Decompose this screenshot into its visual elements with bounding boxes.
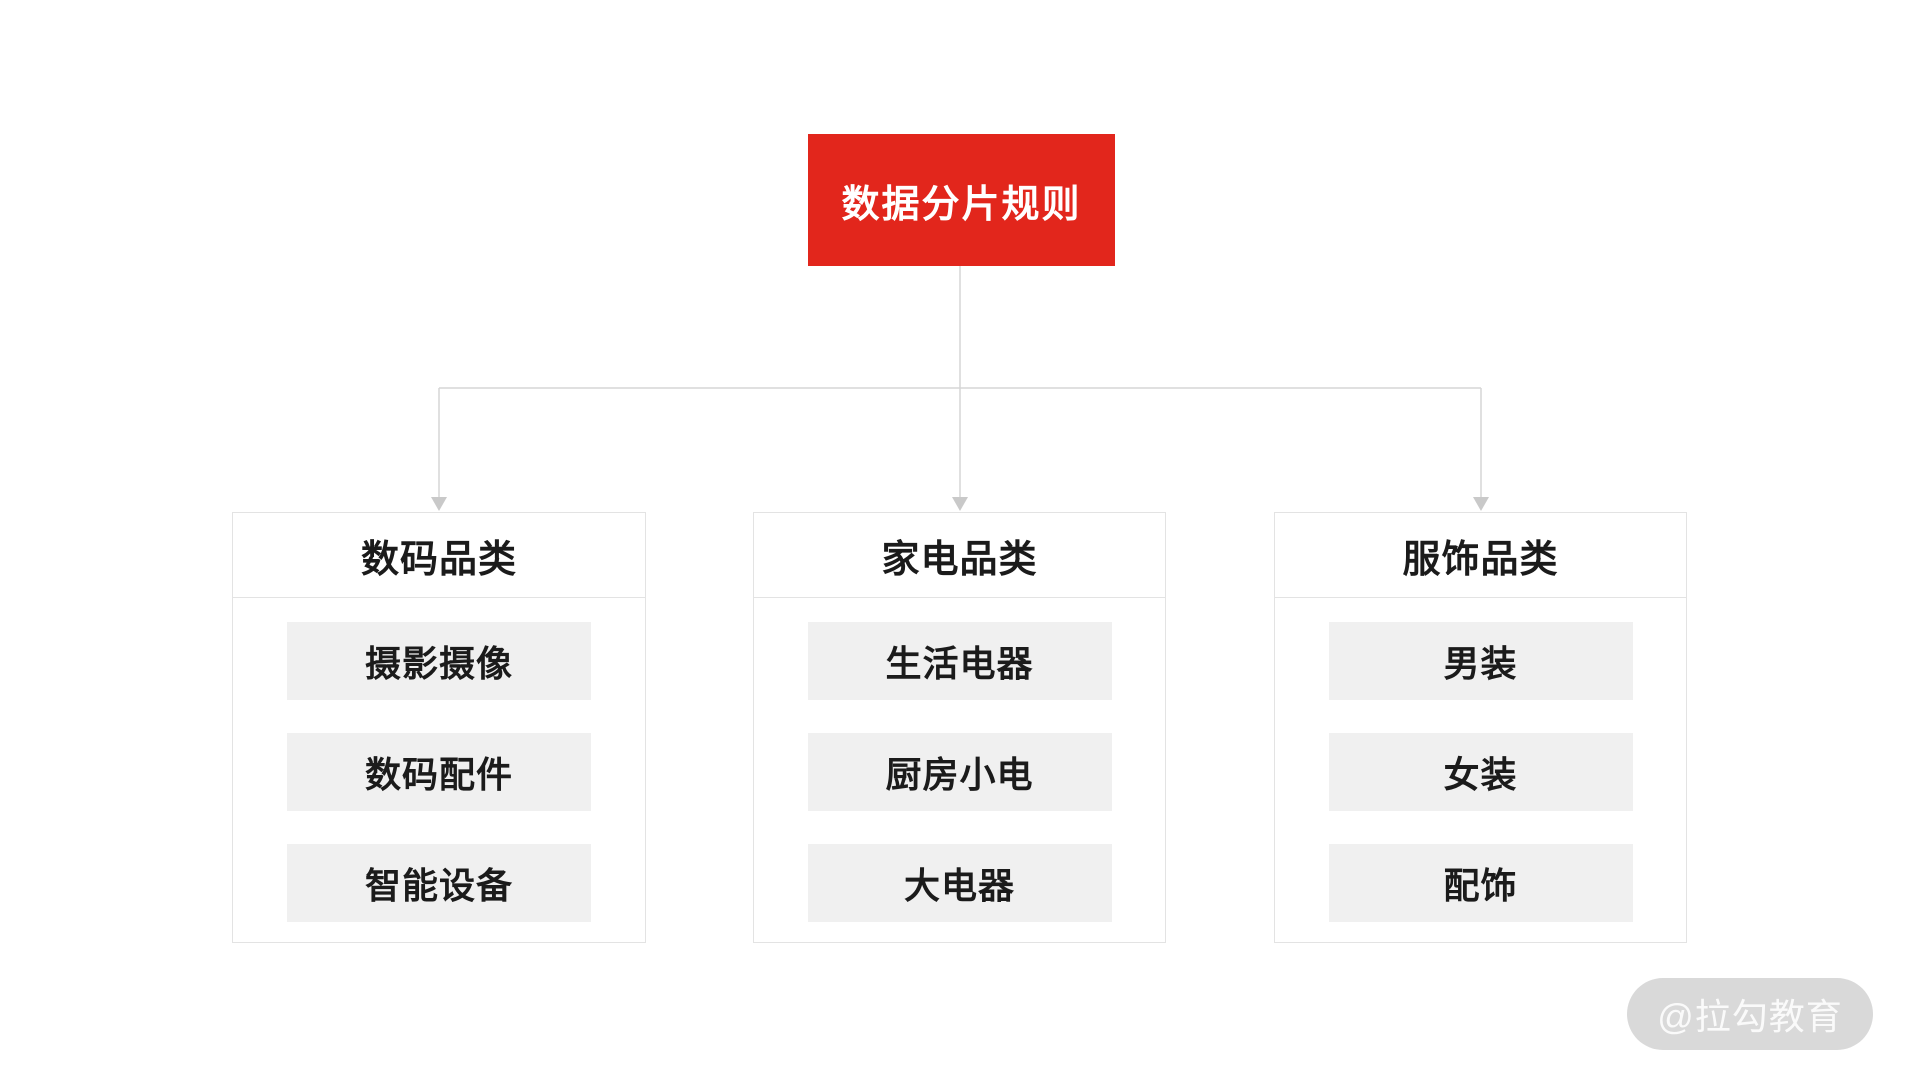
arrow-down-icon <box>1473 497 1489 511</box>
arrow-down-icon <box>431 497 447 511</box>
list-item: 大电器 <box>807 844 1112 922</box>
list-item: 厨房小电 <box>807 733 1112 811</box>
list-item-label: 厨房小电 <box>885 754 1034 795</box>
category-title: 家电品类 <box>881 538 1038 581</box>
watermark-badge: @拉勾教育 <box>1627 978 1873 1050</box>
arrow-down-icon <box>952 497 968 511</box>
list-item-label: 男装 <box>1443 643 1518 684</box>
list-item: 男装 <box>1328 622 1633 700</box>
category-item-list: 生活电器 厨房小电 大电器 <box>754 598 1165 942</box>
list-item-label: 摄影摄像 <box>364 643 513 684</box>
root-node-title: 数据分片规则 <box>841 183 1082 226</box>
category-card-apparel: 服饰品类 男装 女装 配饰 <box>1274 512 1687 943</box>
list-item-label: 数码配件 <box>364 754 513 795</box>
list-item-label: 智能设备 <box>364 865 513 906</box>
category-header: 家电品类 <box>754 513 1165 598</box>
list-item-label: 女装 <box>1443 754 1518 795</box>
category-header: 数码品类 <box>233 513 645 598</box>
category-card-appliance: 家电品类 生活电器 厨房小电 大电器 <box>753 512 1166 943</box>
list-item: 配饰 <box>1328 844 1633 922</box>
category-header: 服饰品类 <box>1275 513 1686 598</box>
category-card-digital: 数码品类 摄影摄像 数码配件 智能设备 <box>232 512 646 943</box>
category-title: 服饰品类 <box>1402 538 1559 581</box>
list-item: 生活电器 <box>807 622 1112 700</box>
list-item: 女装 <box>1328 733 1633 811</box>
list-item-label: 大电器 <box>903 865 1015 906</box>
watermark-text: @拉勾教育 <box>1657 996 1843 1037</box>
list-item-label: 生活电器 <box>885 643 1034 684</box>
list-item: 智能设备 <box>287 844 591 922</box>
category-title: 数码品类 <box>360 538 517 581</box>
list-item: 摄影摄像 <box>287 622 591 700</box>
list-item: 数码配件 <box>287 733 591 811</box>
list-item-label: 配饰 <box>1443 865 1518 906</box>
root-node: 数据分片规则 <box>808 134 1115 266</box>
category-item-list: 摄影摄像 数码配件 智能设备 <box>233 598 645 942</box>
category-item-list: 男装 女装 配饰 <box>1275 598 1686 942</box>
